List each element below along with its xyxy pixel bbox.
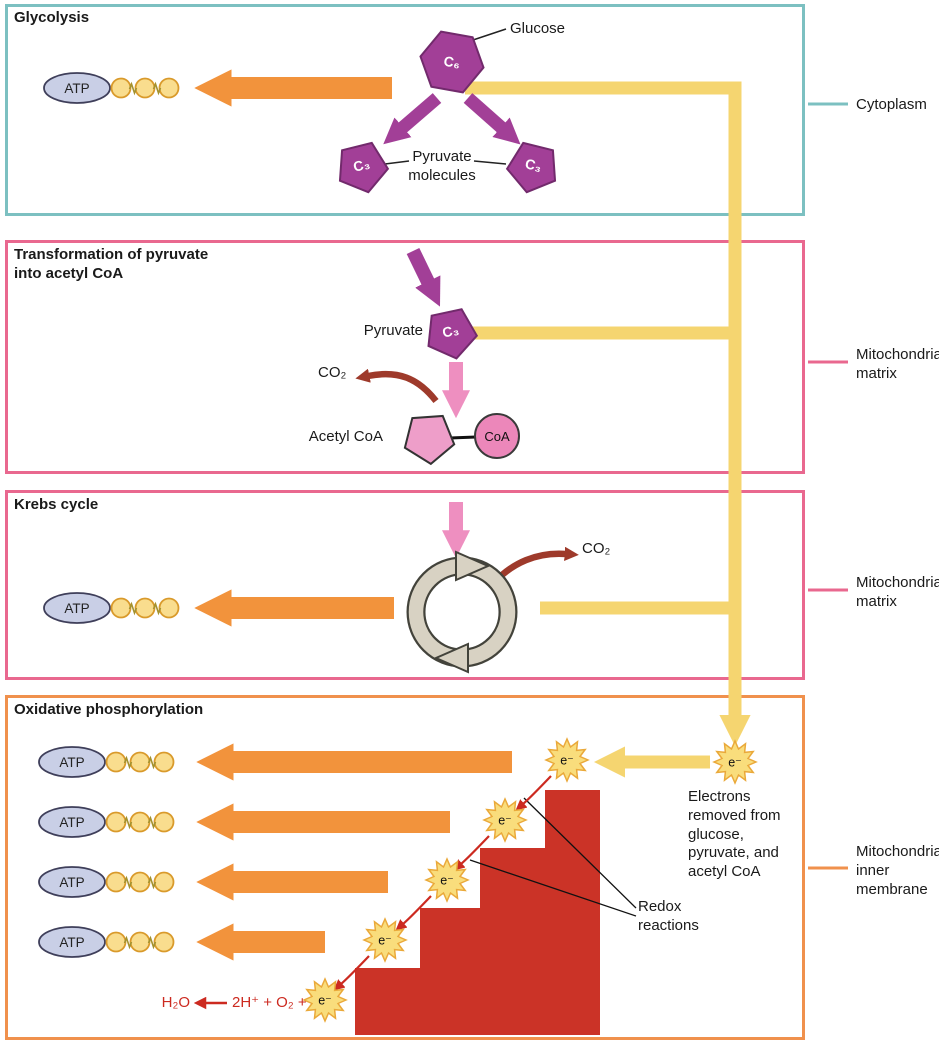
- pyruvate-pentagon-right: [501, 139, 564, 200]
- glycolysis-title: Glycolysis: [14, 9, 90, 26]
- side-label-cytoplasm: Cytoplasm: [856, 96, 927, 113]
- side-label-matrix-2: Mitochondrial matrix: [856, 574, 939, 610]
- glycolysis-box: [5, 4, 805, 216]
- glucose-split-arrow-right: [463, 93, 521, 145]
- co2-label-pyruvate: CO₂: [318, 364, 347, 381]
- krebs-ring-arrowhead-top: [455, 550, 491, 582]
- krebs-ring: [408, 558, 516, 666]
- pyruvate-label: Pyruvate: [363, 322, 423, 339]
- acetyl-coa-label: Acetyl CoA: [308, 428, 383, 445]
- electrons-removed-note: Electrons removed from glucose, pyruvate…: [688, 788, 781, 880]
- redox-pointer-line-1: [523, 797, 637, 909]
- electron-star-4: [363, 918, 407, 962]
- electron-hop-arrow-4: [333, 955, 370, 991]
- side-label-inner-membrane: Mitochondrial inner membrane: [856, 843, 939, 898]
- krebs-ring-arrowhead-bottom: [433, 642, 469, 674]
- coa-circle-group: CoA: [474, 413, 520, 459]
- glucose-hexagon-shape: [419, 30, 485, 94]
- electron-pathway-main: [465, 81, 751, 747]
- redox-reactions-label: Redox reactions: [638, 898, 699, 934]
- pyruvate-pentagon-left: [331, 139, 394, 200]
- oxidative-phosphorylation-box: [5, 695, 805, 1040]
- pyruvate-entry-arrow: [406, 247, 441, 307]
- electron-hop-arrow-2: [453, 835, 490, 871]
- electron-hop-arrow-1: [515, 775, 552, 811]
- acetyl-pentagon: [403, 414, 456, 466]
- co2-release-arrow-pyruvate: [355, 368, 439, 404]
- co2-label-krebs: CO₂: [582, 540, 611, 557]
- atp-glycolysis: [43, 72, 180, 104]
- glucose-pointer-line: [472, 28, 507, 41]
- coa-text: CoA: [484, 429, 510, 444]
- glucose-hexagon: C₆: [419, 30, 485, 94]
- oxidative-phosphorylation-title: Oxidative phosphorylation: [14, 701, 204, 718]
- pyruvate-pointer-line-right: [473, 160, 507, 165]
- pyruvate-pentagon-stage2: [421, 306, 482, 365]
- redox-pointer-line-2: [469, 859, 637, 917]
- water-reactants-label: 2H⁺ + O₂ +: [232, 994, 307, 1011]
- pyruvate-pointer-line-left: [384, 160, 410, 165]
- acetyl-pentagon-shape: [403, 414, 456, 466]
- atp-krebs: [43, 592, 180, 624]
- c6-text: C₆: [443, 53, 462, 72]
- glucose-split-arrow-left: [383, 93, 442, 145]
- glucose-label: Glucose: [510, 20, 566, 37]
- pyruvate-molecules-label: Pyruvate molecules: [408, 148, 476, 184]
- atp-oxphos-2: [38, 806, 175, 838]
- electron-star-2: [483, 798, 527, 842]
- electron-star-3: [425, 858, 469, 902]
- electron-star-1: [545, 738, 589, 782]
- atp-oxphos-3: [38, 866, 175, 898]
- electron-star-5: [303, 978, 347, 1022]
- side-label-matrix-1: Mitochondrial matrix: [856, 346, 939, 382]
- pyruvate-transformation-title: Transformation of pyruvate into acetyl C…: [14, 246, 209, 282]
- atp-oxphos-1: [38, 746, 175, 778]
- coa-circle: [474, 413, 520, 459]
- water-product-label: H₂O: [161, 994, 190, 1011]
- pyruvate-transformation-box: [5, 240, 805, 474]
- krebs-cycle-title: Krebs cycle: [14, 496, 99, 513]
- electron-hop-arrow-3: [395, 895, 432, 931]
- electron-star-source: [713, 740, 757, 784]
- acetyl-coa-bond-line: [449, 435, 477, 440]
- krebs-cycle-box: [5, 490, 805, 680]
- atp-oxphos-4: [38, 926, 175, 958]
- energy-staircase: [355, 790, 600, 1035]
